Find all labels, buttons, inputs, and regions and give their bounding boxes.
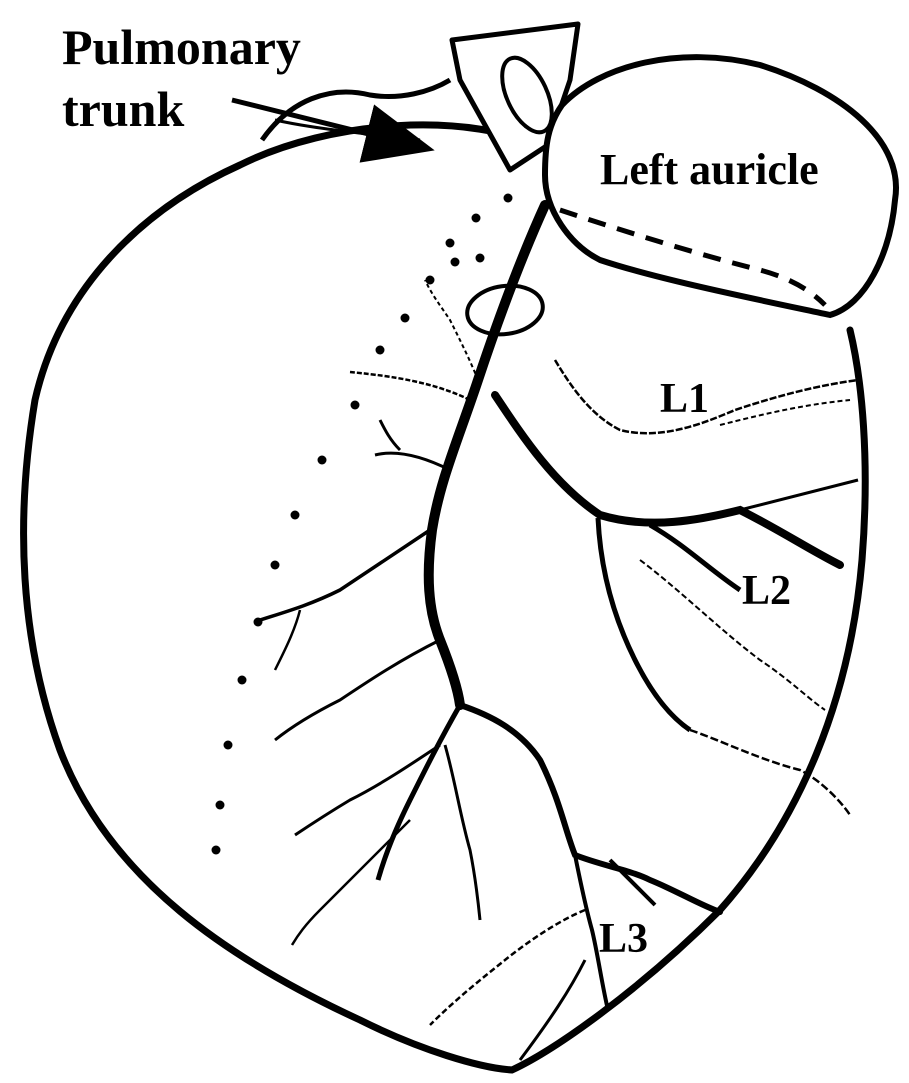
left-branch-3-fork [275,610,300,670]
lower-branch-l3-left [430,910,585,1025]
lower-branch-left-fork-2 [445,745,480,920]
label-l3: L3 [599,918,648,960]
left-branch-4 [275,640,440,740]
label-l2: L2 [742,570,791,612]
label-l1: L1 [660,378,709,420]
left-branch-3 [260,530,430,620]
left-branch-2 [375,420,450,470]
left-branch-1 [350,372,470,400]
dotted-interventricular-line [212,194,513,855]
label-pulmonary: Pulmonary [62,22,301,72]
right-descending-vessel [598,518,690,730]
left-branch-small [425,280,478,380]
lower-branch-right-fork [610,860,655,905]
main-coronary-trunk [429,205,545,705]
lower-branch-right [460,705,720,912]
lower-branch-left-fork [295,745,440,835]
right-descending-thin [690,730,850,815]
label-left-auricle: Left auricle [600,148,819,192]
branch-l2-side [650,525,740,590]
lower-branch-apex-left [292,820,410,945]
label-trunk: trunk [62,84,184,134]
branch-l1-second [720,400,850,425]
branch-l2-tail [740,480,858,510]
lower-branch-left [378,705,460,880]
